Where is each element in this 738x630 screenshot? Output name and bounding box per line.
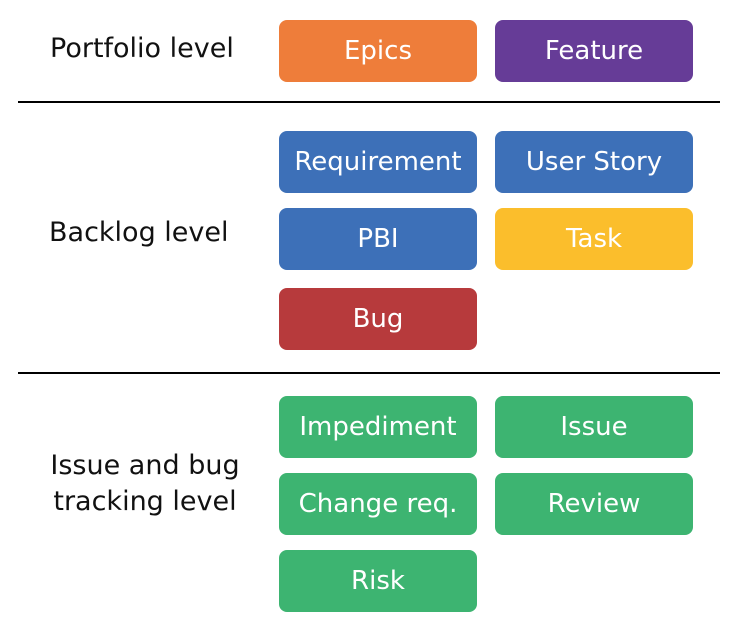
portfolio-level-label: Portfolio level (50, 33, 234, 64)
issue-tracking-label-line-1: Issue and bug (50, 450, 240, 481)
portfolio-backlog-divider (18, 101, 720, 103)
risk-tile[interactable]: Risk (279, 550, 477, 612)
review-tile[interactable]: Review (495, 473, 693, 535)
change-request-tile[interactable]: Change req. (279, 473, 477, 535)
issue-tracking-level-label: Issue and bug tracking level (50, 448, 240, 520)
backlog-issue-divider (18, 372, 720, 374)
impediment-tile[interactable]: Impediment (279, 396, 477, 458)
bug-tile[interactable]: Bug (279, 288, 477, 350)
issue-tracking-label-line-2: tracking level (53, 486, 237, 517)
feature-tile[interactable]: Feature (495, 20, 693, 82)
epics-tile[interactable]: Epics (279, 20, 477, 82)
user-story-tile[interactable]: User Story (495, 131, 693, 193)
pbi-tile[interactable]: PBI (279, 208, 477, 270)
requirement-tile[interactable]: Requirement (279, 131, 477, 193)
task-tile[interactable]: Task (495, 208, 693, 270)
backlog-level-label: Backlog level (49, 217, 229, 248)
issue-tile[interactable]: Issue (495, 396, 693, 458)
